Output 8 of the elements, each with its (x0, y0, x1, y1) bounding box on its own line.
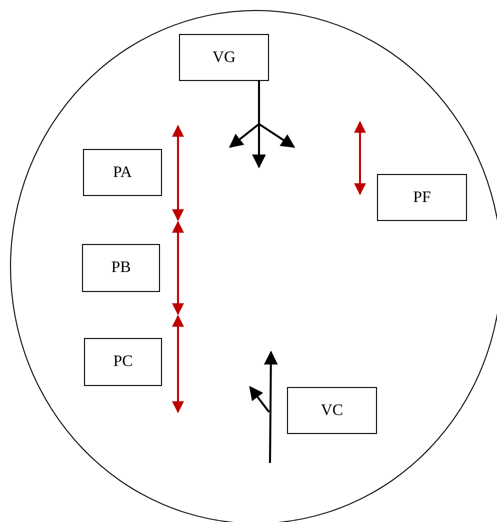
label-box: VC (287, 387, 377, 434)
arrow (258, 80, 296, 148)
label-box: PB (82, 244, 160, 292)
label-box: PF (377, 174, 467, 221)
label-box: PC (84, 338, 162, 386)
circle-outline (10, 10, 497, 522)
label-box: PA (83, 149, 162, 196)
label-box: VG (179, 34, 269, 81)
